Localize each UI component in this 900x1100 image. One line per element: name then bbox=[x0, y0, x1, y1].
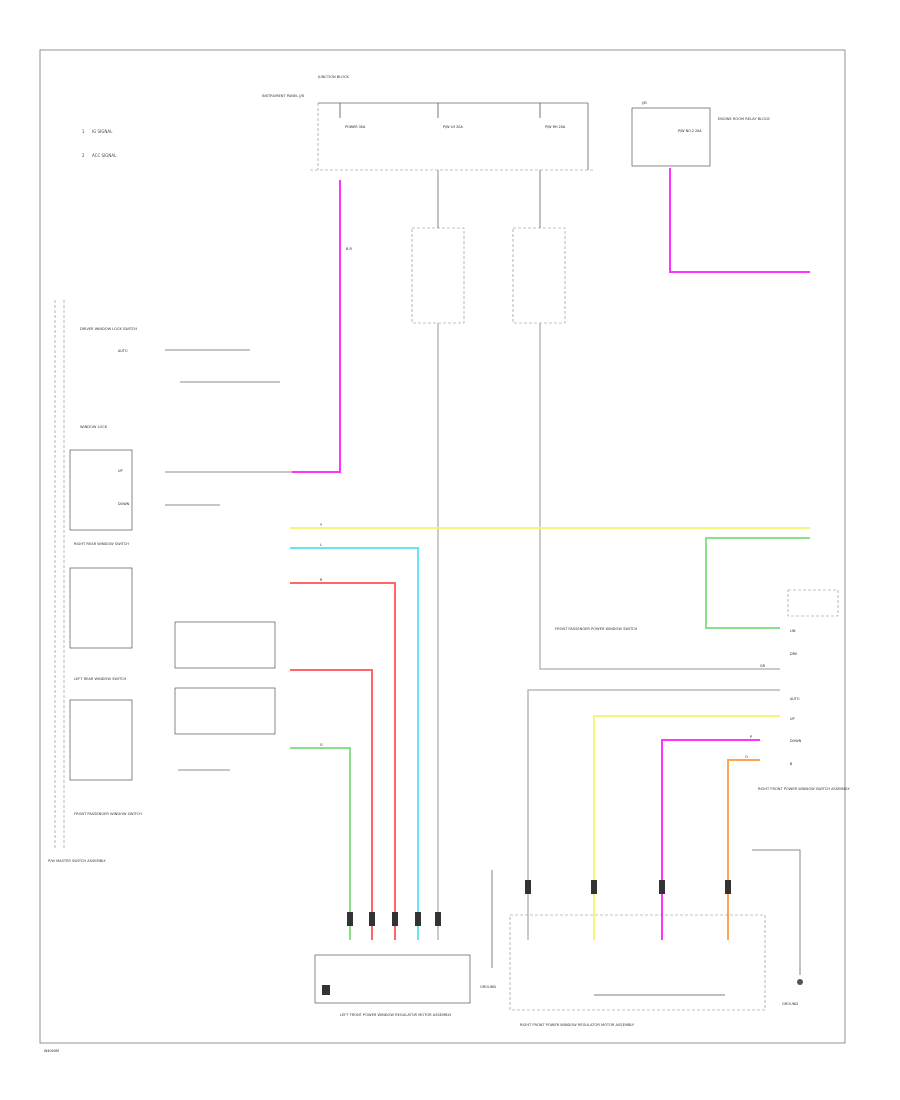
pin-auto-right: AUTO bbox=[790, 697, 800, 701]
left-regulator-title: LEFT FRONT POWER WINDOW REGULATOR MOTOR … bbox=[340, 1013, 452, 1017]
legend: 1 IG SIGNAL 2 ACC SIGNAL bbox=[82, 129, 117, 158]
wire-label-gray: GR bbox=[760, 664, 766, 668]
ground-label-2: GROUND bbox=[782, 1002, 798, 1006]
fuse-aux-label: P/W NO.2 20A bbox=[678, 129, 702, 133]
pin-drv: DRV bbox=[790, 652, 798, 656]
grounds: GROUND GROUND bbox=[480, 849, 803, 1006]
pin-up-right: UP bbox=[790, 717, 795, 721]
pin-down-right: DOWN bbox=[790, 739, 802, 743]
wire-label-main: B-R bbox=[346, 247, 353, 251]
wire-label-red: R bbox=[320, 578, 323, 582]
fuse-block-aux: J/B P/W NO.2 20A ENGINE ROOM RELAY BLOCK bbox=[631, 101, 770, 167]
connector-pins: LIN DRV AUTO UP DOWN B FRONT PASSENGER P… bbox=[555, 589, 850, 791]
gray-wires: GR bbox=[437, 323, 780, 940]
pin-up: UP bbox=[118, 469, 123, 473]
pin-b-right: B bbox=[790, 762, 793, 766]
svg-text:2: 2 bbox=[82, 153, 85, 158]
footer-code: W4000M bbox=[44, 1049, 59, 1053]
fuse-block-aux-title: J/B bbox=[641, 101, 647, 105]
right-regulator: RIGHT FRONT POWER WINDOW REGULATOR MOTOR… bbox=[509, 914, 766, 1027]
pin-lin: LIN bbox=[790, 629, 796, 633]
fuse-block-main-side: INSTRUMENT PANEL J/B bbox=[262, 94, 305, 98]
ground-label-1: GROUND bbox=[480, 985, 496, 989]
fuse-block-main: JUNCTION BLOCK INSTRUMENT PANEL J/B POWE… bbox=[262, 75, 595, 171]
wire-label-yellow: Y bbox=[320, 523, 323, 527]
wire-label-green: G bbox=[320, 743, 323, 747]
pin-down: DOWN bbox=[118, 502, 130, 506]
magenta-wires: B-R P bbox=[292, 168, 810, 940]
wire-label-orange: O bbox=[745, 755, 748, 759]
wire-label-cyan: L bbox=[320, 543, 322, 547]
switch-label-fp: FRONT PASSENGER WINDOW SWITCH bbox=[74, 812, 142, 816]
right-switch-title: RIGHT FRONT POWER WINDOW SWITCH ASSEMBLY bbox=[758, 787, 850, 791]
switch-label-rr: RIGHT REAR WINDOW SWITCH bbox=[74, 542, 129, 546]
fuse-block-main-title: JUNCTION BLOCK bbox=[317, 75, 349, 79]
legend-item-acc: ACC SIGNAL bbox=[92, 153, 117, 158]
right-regulator-title: RIGHT FRONT POWER WINDOW REGULATOR MOTOR… bbox=[520, 1023, 635, 1027]
switch-label-lr: LEFT REAR WINDOW SWITCH bbox=[74, 677, 126, 681]
pin-auto: AUTO bbox=[118, 349, 128, 353]
diagram-frame bbox=[39, 49, 846, 1044]
left-regulator: LEFT FRONT POWER WINDOW REGULATOR MOTOR … bbox=[314, 954, 471, 1017]
switch-label-driver: DRIVER WINDOW LOCK SWITCH bbox=[80, 327, 137, 331]
signal-wires: Y L R G O bbox=[290, 523, 810, 940]
svg-text:1: 1 bbox=[82, 129, 85, 134]
master-switch-assembly: DRIVER WINDOW LOCK SWITCH WINDOW LOCK RI… bbox=[48, 300, 292, 863]
switch-label-lock: WINDOW LOCK bbox=[80, 425, 108, 429]
fuse-label-2: P/W LH 20A bbox=[443, 125, 463, 129]
legend-item-ig: IG SIGNAL bbox=[92, 129, 113, 134]
relay-boxes bbox=[411, 170, 566, 324]
bottom-connectors bbox=[347, 880, 731, 926]
wire-label-magenta: P bbox=[750, 735, 752, 739]
fuse-block-aux-side: ENGINE ROOM RELAY BLOCK bbox=[718, 117, 770, 121]
fuse-label-1: POWER 30A bbox=[345, 125, 366, 129]
right-switch-label: FRONT PASSENGER POWER WINDOW SWITCH bbox=[555, 627, 637, 631]
fuse-label-3: P/W RH 20A bbox=[545, 125, 566, 129]
master-switch-title: P/W MASTER SWITCH ASSEMBLY bbox=[48, 859, 107, 863]
